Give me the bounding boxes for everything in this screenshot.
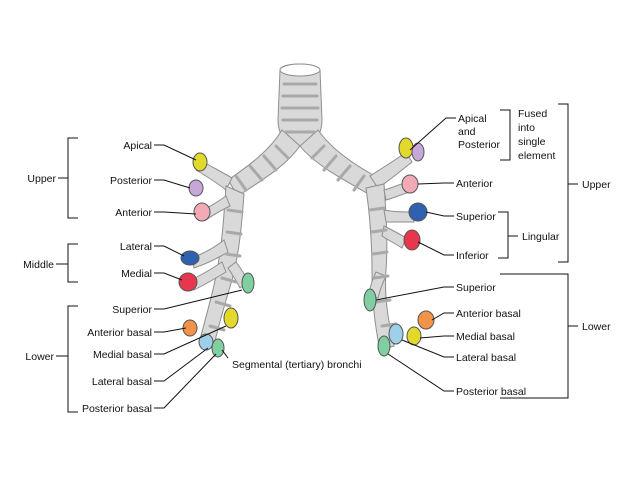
coil-right-anterior-basal [417,310,435,330]
label-right-posterior-basal: Posterior basal [456,386,526,398]
label-left-lateral-basal: Lateral basal [92,376,152,388]
coil-left-apical [192,152,208,172]
right-leaders [375,117,456,392]
label-left-anterior-basal: Anterior basal [87,327,152,339]
coil-right-apical-lavender [411,142,425,162]
left-leaders [154,144,243,409]
label-left-medial-basal: Medial basal [93,349,152,361]
label-right-and: and [458,126,476,138]
label-right-lateral-basal: Lateral basal [456,352,516,364]
tree-rings [208,82,398,332]
label-left-apical: Apical [123,140,152,152]
left-medial-branch [189,261,227,291]
left-middle-branch [191,239,229,269]
right-lingular-branch [383,209,415,223]
coil-left-anterior [193,202,211,222]
right-upper-lobar [369,151,413,189]
label-right-apical: Apical [458,113,487,125]
coil-right-superior-lingular [408,202,428,222]
coil-left-medial-basal [198,333,214,351]
coil-left-lateral [180,250,200,266]
coil-left-lateral-basal [211,338,225,358]
left-labels: Upper Middle Lower Apical Posterior Ante… [23,140,152,415]
label-left-lateral: Lateral [120,241,152,253]
coil-right-medial-basal [406,326,422,346]
coil-right-posterior-basal [377,335,391,357]
label-left-anterior: Anterior [115,207,152,219]
label-left-posterior-basal: Posterior basal [82,403,152,415]
label-left-upper: Upper [27,173,56,185]
label-left-posterior: Posterior [110,175,153,187]
right-labels: Apical and Posterior Fused into single e… [456,108,611,398]
label-right-superior: Superior [456,282,496,294]
coil-left-posterior [188,179,204,197]
left-brackets [56,137,78,413]
coil-right-anterior [401,174,419,194]
label-right-lower: Lower [582,321,611,333]
trachea-opening [279,63,321,77]
label-right-posterior: Posterior [458,139,501,151]
label-fused-4: element [518,150,555,162]
label-fused-2: into [518,122,535,134]
coil-right-lateral-basal [388,323,404,345]
label-left-medial: Medial [121,268,152,280]
label-left-superior: Superior [112,304,152,316]
label-right-inferior: Inferior [456,250,489,262]
coil-right-apical-yellow [398,137,414,159]
label-right-upper: Upper [582,179,611,191]
coil-left-medial [178,272,198,292]
segment-coils [178,137,435,358]
label-right-superior-lingular: Superior [456,211,496,223]
coil-left-yellow-basal [223,307,239,329]
coil-left-superior [241,272,255,294]
label-left-middle: Middle [23,259,54,271]
label-fused-1: Fused [518,108,547,120]
label-right-medial-basal: Medial basal [456,331,515,343]
left-main-bronchus [227,129,301,197]
label-left-lower: Lower [25,351,54,363]
right-inferior-branch [381,225,407,249]
right-brackets [498,103,578,399]
label-fused-3: single [518,136,546,148]
label-right-lingular: Lingular [522,231,560,243]
bronchial-tree [189,63,415,351]
right-main-bronchus [299,129,383,197]
coil-right-inferior [403,229,421,251]
label-segmental-bronchi: Segmental (tertiary) bronchi [232,359,362,371]
coil-right-superior [363,288,377,312]
coil-left-anterior-basal [182,319,198,337]
label-right-anterior-basal: Anterior basal [456,308,521,320]
label-right-anterior: Anterior [456,178,493,190]
